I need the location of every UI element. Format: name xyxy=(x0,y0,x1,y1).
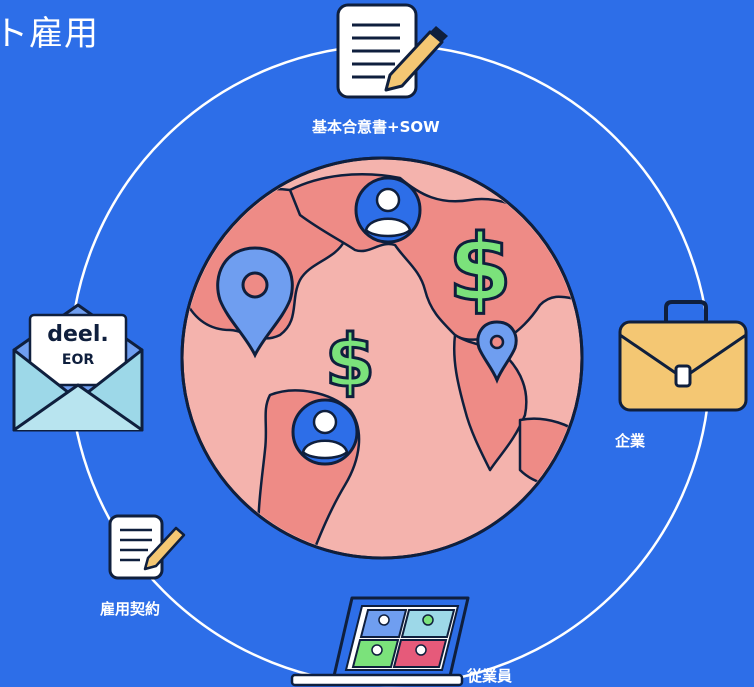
location-pin-large-icon xyxy=(216,246,294,359)
person-avatar-top xyxy=(354,176,422,244)
briefcase-icon xyxy=(618,300,748,412)
envelope-brand-text: deel. xyxy=(47,322,109,347)
location-pin-small-icon xyxy=(476,320,518,384)
label-contract: 雇用契約 xyxy=(100,600,161,618)
laptop-video-call-icon xyxy=(290,596,470,687)
label-agreement: 基本合意書+SOW xyxy=(312,118,440,136)
page-title: ト雇用 xyxy=(0,14,99,54)
person-avatar-bottom xyxy=(291,398,359,466)
label-company: 企業 xyxy=(615,432,646,450)
label-employee: 従業員 xyxy=(467,667,513,685)
document-pencil-icon-contract xyxy=(108,514,186,580)
document-pencil-icon-top xyxy=(336,3,448,99)
envelope-sub-text: EOR xyxy=(61,352,95,368)
dollar-icon-large: $ xyxy=(448,215,512,322)
dollar-icon-small: $ xyxy=(325,319,375,403)
envelope-icon xyxy=(12,303,144,432)
